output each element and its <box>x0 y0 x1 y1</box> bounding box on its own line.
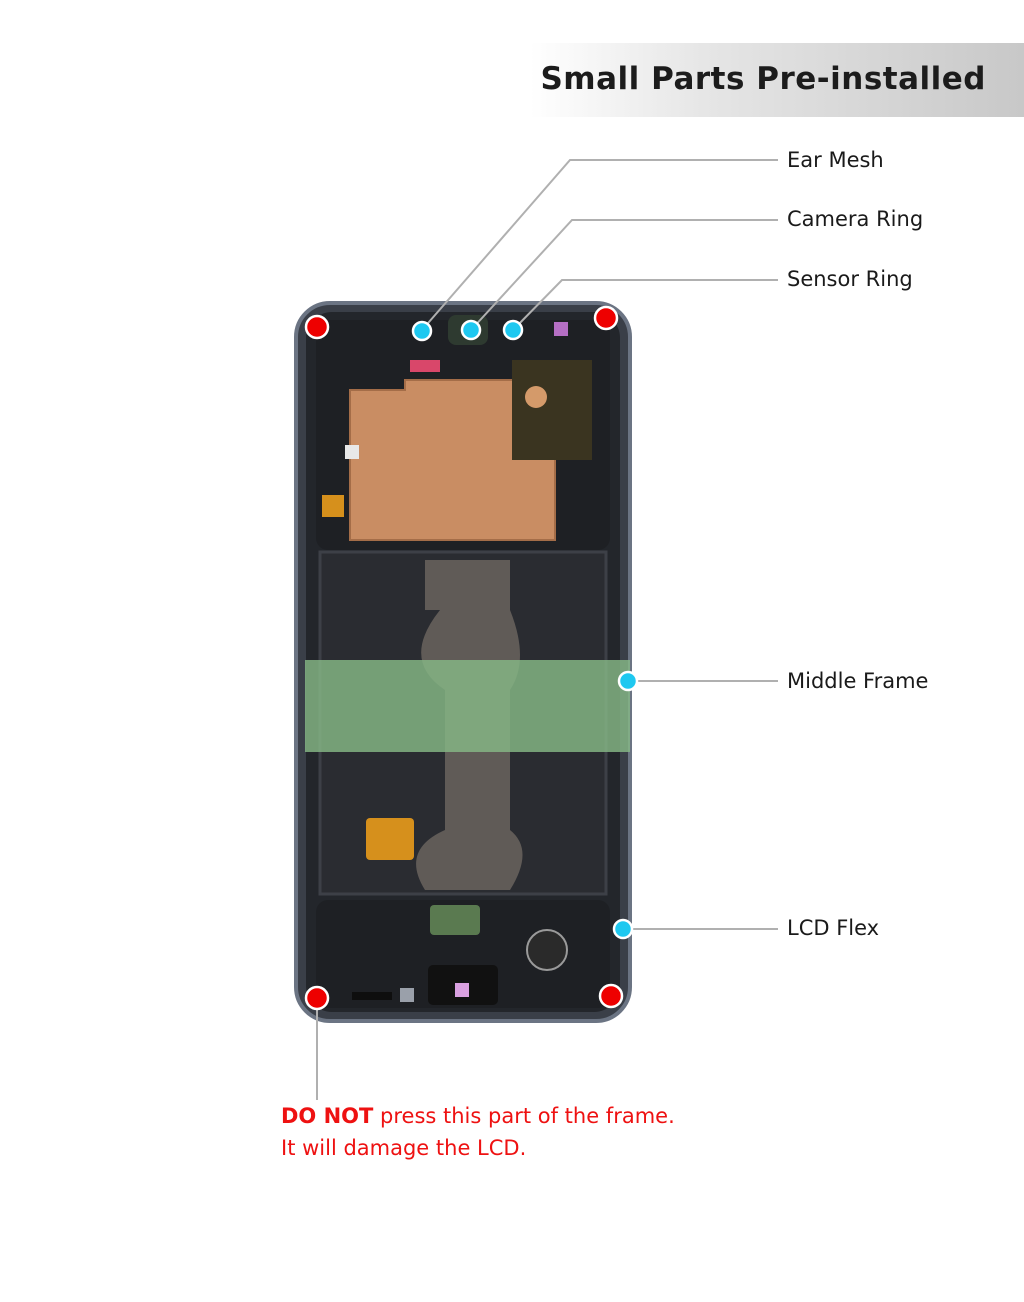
title-banner: Small Parts Pre-installed <box>530 43 1024 117</box>
label-ear-mesh: Ear Mesh <box>787 148 884 172</box>
phone-frame-image <box>294 301 632 1023</box>
callout-dots <box>304 305 639 1011</box>
ear-mesh-dot <box>411 320 433 342</box>
label-camera-ring: Camera Ring <box>787 207 924 231</box>
label-sensor-ring: Sensor Ring <box>787 267 913 291</box>
warning-dot-bottom-left <box>304 985 330 1011</box>
leader-lines <box>316 159 778 1100</box>
camera-ring-leader <box>470 219 778 331</box>
camera-ring-dot <box>460 319 482 341</box>
label-lcd-flex: LCD Flex <box>787 916 880 940</box>
warning-dot-top-right <box>593 305 619 331</box>
warning-dot-top-left <box>304 314 330 340</box>
label-middle-frame: Middle Frame <box>787 669 929 693</box>
warning-line-2: It will damage the LCD. <box>281 1136 527 1160</box>
page-title: Small Parts Pre-installed <box>540 61 986 97</box>
warning-note: DO NOT press this part of the frame. It … <box>281 1100 675 1164</box>
warning-dot-bottom-right <box>598 983 624 1009</box>
warning-emphasis: DO NOT <box>281 1104 374 1128</box>
sensor-ring-leader <box>512 279 778 331</box>
warning-line-1-text: press this part of the frame. <box>373 1104 675 1128</box>
sensor-ring-dot <box>502 319 524 341</box>
lcd-flex-dot <box>612 918 634 940</box>
warning-line-1: DO NOT press this part of the frame. <box>281 1100 675 1132</box>
middle-frame-dot <box>617 670 639 692</box>
ear-mesh-leader <box>421 159 778 331</box>
